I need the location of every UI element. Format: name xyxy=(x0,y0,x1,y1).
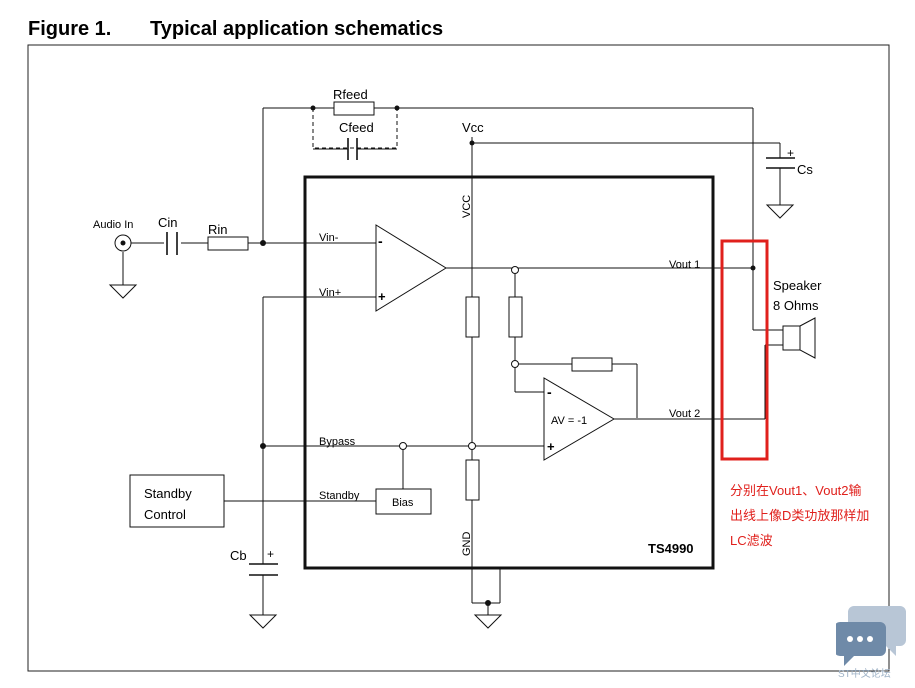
ground-cs xyxy=(765,204,795,219)
cin-label: Cin xyxy=(158,215,178,230)
cfeed-label: Cfeed xyxy=(339,120,374,135)
cs-plus: + xyxy=(787,146,794,160)
annotation-line2: 出线上像D类功放那样加 xyxy=(730,508,870,523)
vin-minus-label: Vin- xyxy=(319,232,339,244)
speaker-ohms-label: 8 Ohms xyxy=(773,298,819,313)
vin-plus-label: Vin+ xyxy=(319,287,341,299)
vcc-pin-label: VCC xyxy=(461,195,473,218)
cb-plus: + xyxy=(267,547,274,561)
opamp2-plus: + xyxy=(547,439,555,454)
speaker-label: Speaker xyxy=(773,278,822,293)
forum-chat-icon xyxy=(836,606,906,666)
bias-label: Bias xyxy=(392,497,414,509)
standby-pin-label: Standby xyxy=(319,490,360,502)
vout2-label: Vout 2 xyxy=(669,408,700,420)
standby-control-line1: Standby xyxy=(144,486,192,501)
ground-cb xyxy=(248,614,278,629)
gnd-pin-label: GND xyxy=(461,532,473,557)
opamp1-plus: + xyxy=(378,289,386,304)
rin-resistor xyxy=(207,236,249,251)
figure-number: Figure 1. xyxy=(28,18,112,40)
vout1-label: Vout 1 xyxy=(669,259,700,271)
internal-resistor-2 xyxy=(508,296,523,338)
opamp1-minus: - xyxy=(378,233,383,249)
internal-resistor-1 xyxy=(465,296,480,338)
rfeed-label: Rfeed xyxy=(333,87,368,102)
cs-label: Cs xyxy=(797,162,813,177)
opamp2-minus: - xyxy=(547,384,552,400)
standby-control-line2: Control xyxy=(144,507,186,522)
ground-ic xyxy=(473,614,503,629)
audio-in-pin xyxy=(120,240,126,246)
figure-frame xyxy=(27,44,890,672)
av-label: AV = -1 xyxy=(551,415,587,427)
chip-label: TS4990 xyxy=(648,541,694,556)
ground-audio-in xyxy=(108,284,138,299)
highlight-box xyxy=(720,239,769,461)
bypass-label: Bypass xyxy=(319,436,356,448)
watermark-text: ST中文论坛 xyxy=(838,669,891,680)
rin-label: Rin xyxy=(208,222,228,237)
internal-resistor-4 xyxy=(465,459,480,501)
figure-title: Typical application schematics xyxy=(150,18,444,40)
annotation-line1: 分别在Vout1、Vout2输 xyxy=(730,483,862,498)
internal-resistor-3 xyxy=(571,357,613,372)
vcc-label: Vcc xyxy=(462,120,484,135)
annotation-line3: LC滤波 xyxy=(730,533,773,548)
cb-label: Cb xyxy=(230,548,247,563)
audio-in-label: Audio In xyxy=(93,219,133,231)
ic-body xyxy=(303,175,715,570)
rfeed-resistor xyxy=(333,101,375,116)
